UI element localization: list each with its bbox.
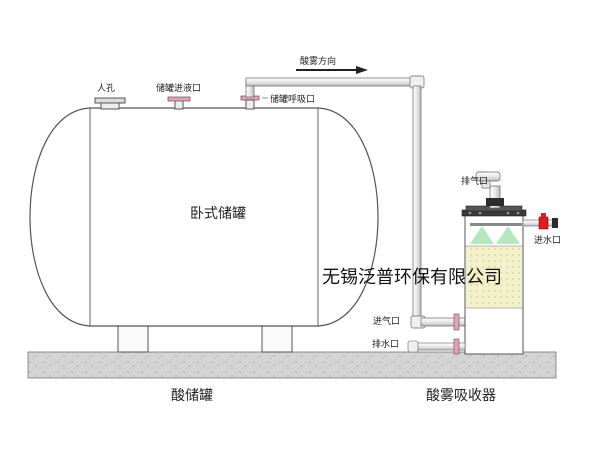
fog-direction-arrowhead [356, 66, 368, 74]
breather-nozzle [245, 99, 255, 110]
exhaust-label: 排气口 [461, 175, 488, 187]
flange-bolt [478, 211, 482, 215]
absorber-caption: 酸雾吸收器 [426, 388, 496, 404]
tank-leg-left [117, 321, 149, 353]
water-outlet-label: 排水口 [372, 338, 399, 350]
exhaust-neck [489, 185, 501, 209]
water-inlet-end [552, 218, 558, 228]
spray-header [470, 223, 522, 226]
manhole-cover [94, 97, 126, 104]
spray-cone-right [496, 226, 520, 244]
spray-cone-left [470, 226, 494, 244]
gas-inlet-flange [453, 313, 460, 331]
water-inlet-valve-handle [541, 213, 546, 217]
water-inlet-label: 进水口 [534, 234, 561, 246]
absorber-packing [466, 246, 522, 308]
flange-bolt [468, 211, 472, 215]
tank-inlet-flange [167, 96, 191, 102]
flange-bolt [516, 211, 520, 215]
water-inlet-valve [538, 216, 549, 230]
company-name: 无锡泛普环保有限公司 [322, 267, 502, 288]
exhaust-outlet [475, 171, 501, 182]
tank-caption: 酸储罐 [171, 388, 213, 404]
manhole-label: 人孔 [97, 83, 115, 94]
tank-breather-label: 储罐呼吸口 [270, 93, 315, 105]
tank-name-label: 卧式储罐 [190, 206, 246, 222]
exhaust-valve-body [486, 198, 504, 206]
ground-slab [27, 351, 557, 379]
fog-direction-label: 酸雾方向 [300, 55, 336, 67]
flange-bolt [506, 211, 510, 215]
tank-inlet-label: 储罐进液口 [156, 82, 201, 94]
top-horizontal-pipe [245, 77, 423, 87]
drain-flange [453, 338, 460, 355]
gas-inlet-label: 进气口 [373, 315, 400, 327]
tank-leg-right [261, 321, 293, 353]
drain-elbow [407, 340, 419, 353]
